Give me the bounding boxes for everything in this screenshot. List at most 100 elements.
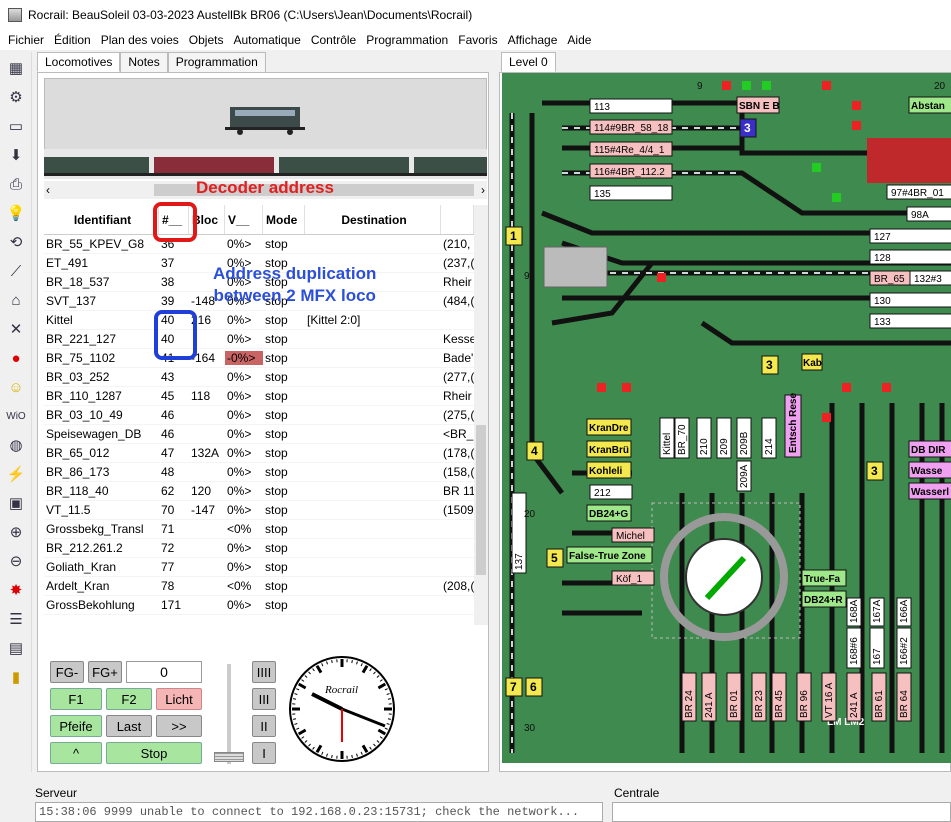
col-bloc[interactable]: Bloc	[189, 205, 225, 234]
zoom-in-icon[interactable]: ⊕	[9, 524, 23, 541]
col-mode[interactable]: Mode	[263, 205, 305, 234]
stop-button[interactable]: Stop	[106, 742, 202, 764]
wifi-icon[interactable]: WiO	[6, 410, 26, 422]
vertical-block-box	[771, 672, 787, 722]
menu-plan-des-voies[interactable]: Plan des voies	[100, 33, 179, 47]
gears-icon[interactable]: ⚙	[9, 89, 23, 106]
scroll-left-icon[interactable]: ‹	[46, 183, 50, 197]
gear-1-button[interactable]: I	[252, 742, 276, 764]
vscroll-thumb[interactable]	[476, 425, 486, 575]
menu-fichier[interactable]: Fichier	[8, 33, 45, 47]
pfeife-button[interactable]: Pfeife	[50, 715, 102, 737]
tab-level-0[interactable]: Level 0	[501, 52, 556, 72]
clock: Rocrail	[289, 656, 395, 762]
zoom-out-icon[interactable]: ⊖	[9, 553, 23, 570]
cell-address: 46	[161, 408, 175, 422]
gear-3-button[interactable]: III	[252, 688, 276, 710]
block-98a: 98A	[911, 210, 929, 221]
globe-icon[interactable]: ◍	[9, 437, 23, 454]
col-address[interactable]: #__	[159, 205, 189, 234]
menu-favoris[interactable]: Favoris	[458, 33, 498, 47]
fg-plus-button[interactable]: FG+	[88, 661, 122, 683]
print-icon[interactable]: ⎙	[9, 175, 22, 193]
smiley-icon[interactable]: ☺	[8, 378, 24, 396]
menu-controle[interactable]: Contrôle	[310, 33, 357, 47]
horizontal-scrollbar[interactable]: ‹ ›	[44, 181, 487, 199]
gear-2-button[interactable]: II	[252, 715, 276, 737]
download-icon[interactable]: ⬇	[9, 147, 23, 164]
menu-objets[interactable]: Objets	[188, 33, 224, 47]
doc-icon[interactable]: ▤	[8, 640, 24, 657]
server-log[interactable]: 15:38:06 9999 unable to connect to 192.1…	[35, 802, 603, 822]
scroll-thumb[interactable]	[154, 184, 474, 196]
tab-locomotives[interactable]: Locomotives	[37, 52, 121, 72]
bulb-icon[interactable]: 💡	[6, 205, 26, 222]
ramp-icon[interactable]: ⟋	[10, 262, 22, 280]
loop-icon[interactable]: ⟲	[9, 234, 23, 251]
col-speed[interactable]: V__	[225, 205, 263, 234]
cell-speed: 0%>	[227, 465, 252, 479]
train-picture	[44, 157, 487, 176]
f2-button[interactable]: F2	[106, 688, 152, 710]
tag-icon[interactable]: ▮	[11, 669, 21, 686]
close-icon[interactable]: ✕	[9, 321, 23, 338]
layout-icon[interactable]: ▦	[8, 60, 24, 77]
more-button[interactable]: >>	[156, 715, 202, 737]
light-button[interactable]: Licht	[156, 688, 202, 710]
centrale-log[interactable]	[612, 802, 951, 822]
track-plan[interactable]: 113 114#9BR_58_18 115#4Re_4/4_1 116#4BR_…	[502, 73, 951, 763]
menu-affichage[interactable]: Affichage	[507, 33, 558, 47]
menu-programmation[interactable]: Programmation	[366, 33, 449, 47]
list-icon[interactable]: ☰	[9, 611, 23, 628]
direction-button[interactable]: ^	[50, 742, 102, 764]
col-identifiant[interactable]: Identifiant	[44, 205, 159, 234]
tab-programmation[interactable]: Programmation	[167, 52, 266, 72]
house-icon[interactable]: ⌂	[11, 291, 21, 309]
marker-1: 1	[510, 229, 517, 243]
speed-slider[interactable]	[214, 664, 244, 764]
block-133: 133	[874, 317, 891, 328]
window-icon[interactable]: ▭	[8, 118, 24, 135]
fg-minus-button[interactable]: FG-	[50, 661, 84, 683]
gear-4-button[interactable]: IIII	[252, 661, 276, 683]
track-plan-panel: 113 114#9BR_58_18 115#4Re_4/4_1 116#4BR_…	[499, 72, 951, 772]
vertical-block-label: 241 A	[849, 692, 860, 718]
monitor-icon[interactable]: ▣	[8, 495, 24, 512]
vertical-scrollbar[interactable]	[474, 205, 488, 625]
scroll-right-icon[interactable]: ›	[481, 183, 485, 197]
stop-icon[interactable]: ●	[11, 349, 21, 367]
coal-tower	[543, 246, 608, 288]
power-icon[interactable]: ⚡	[6, 466, 26, 483]
menu-edition[interactable]: Édition	[54, 33, 91, 47]
menu-aide[interactable]: Aide	[567, 33, 592, 47]
sign-kab: Kab	[803, 358, 822, 369]
col-extra[interactable]	[441, 205, 474, 234]
last-button[interactable]: Last	[106, 715, 152, 737]
col-destination[interactable]: Destination	[305, 205, 441, 234]
f1-button[interactable]: F1	[50, 688, 102, 710]
tab-notes[interactable]: Notes	[120, 52, 168, 72]
alert-icon[interactable]: ✸	[9, 582, 23, 599]
menu-automatique[interactable]: Automatique	[233, 33, 301, 47]
cell-identifiant: Ardelt_Kran	[46, 579, 110, 593]
